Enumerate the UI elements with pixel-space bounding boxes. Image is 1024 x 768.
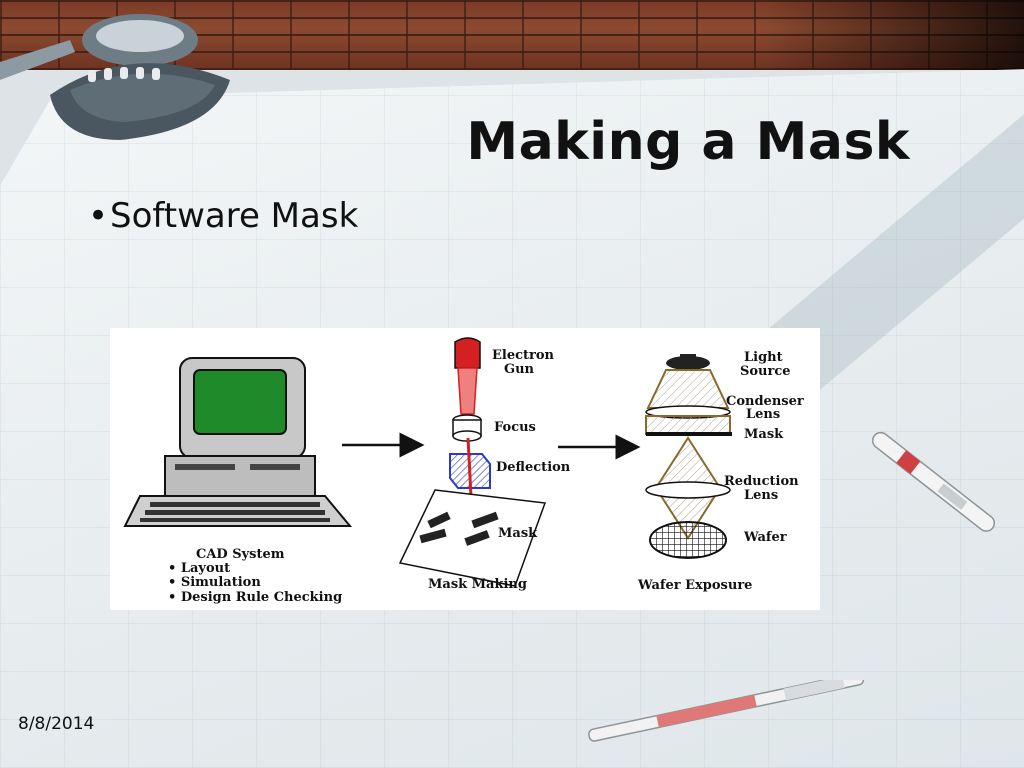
wafer-exposure-diagram [645,354,732,559]
condenser-lens-label: Condenser [726,394,804,409]
mask-making-caption: Mask Making [428,577,527,592]
light-source-label: Light [744,350,783,365]
cad-item: • Layout [168,561,230,576]
marker-pen-icon [871,431,996,532]
computer-icon [123,357,353,527]
mask-label: Mask [498,526,538,541]
pencil-icon [588,680,865,742]
reduction-lens-label: Lens [744,488,778,503]
cad-item: • Simulation [168,575,261,590]
slide-title: Making a Mask [466,112,910,172]
focus-label: Focus [494,420,536,435]
cad-caption: CAD System [196,547,285,562]
electron-gun-label: Gun [504,362,535,377]
mask-process-figure: CAD System • Layout • Simulation • Desig… [110,328,820,610]
bullet-text: Software Mask [110,196,359,236]
bullet-item: •Software Mask [88,196,358,236]
cad-item: • Design Rule Checking [168,590,342,605]
mask-label: Mask [744,427,784,442]
light-source-label: Source [740,364,791,379]
electron-gun-label: Electron [492,348,555,363]
desk-lamp-icon [0,14,230,140]
bullet-icon: • [88,196,109,236]
reduction-lens-label: Reduction [724,474,799,489]
footer-date: 8/8/2014 [18,714,95,734]
electron-beam-diagram [398,337,547,587]
condenser-lens-label: Lens [746,407,780,422]
deflection-label: Deflection [496,460,571,475]
wafer-label: Wafer [743,530,787,545]
wafer-exposure-caption: Wafer Exposure [637,578,752,593]
